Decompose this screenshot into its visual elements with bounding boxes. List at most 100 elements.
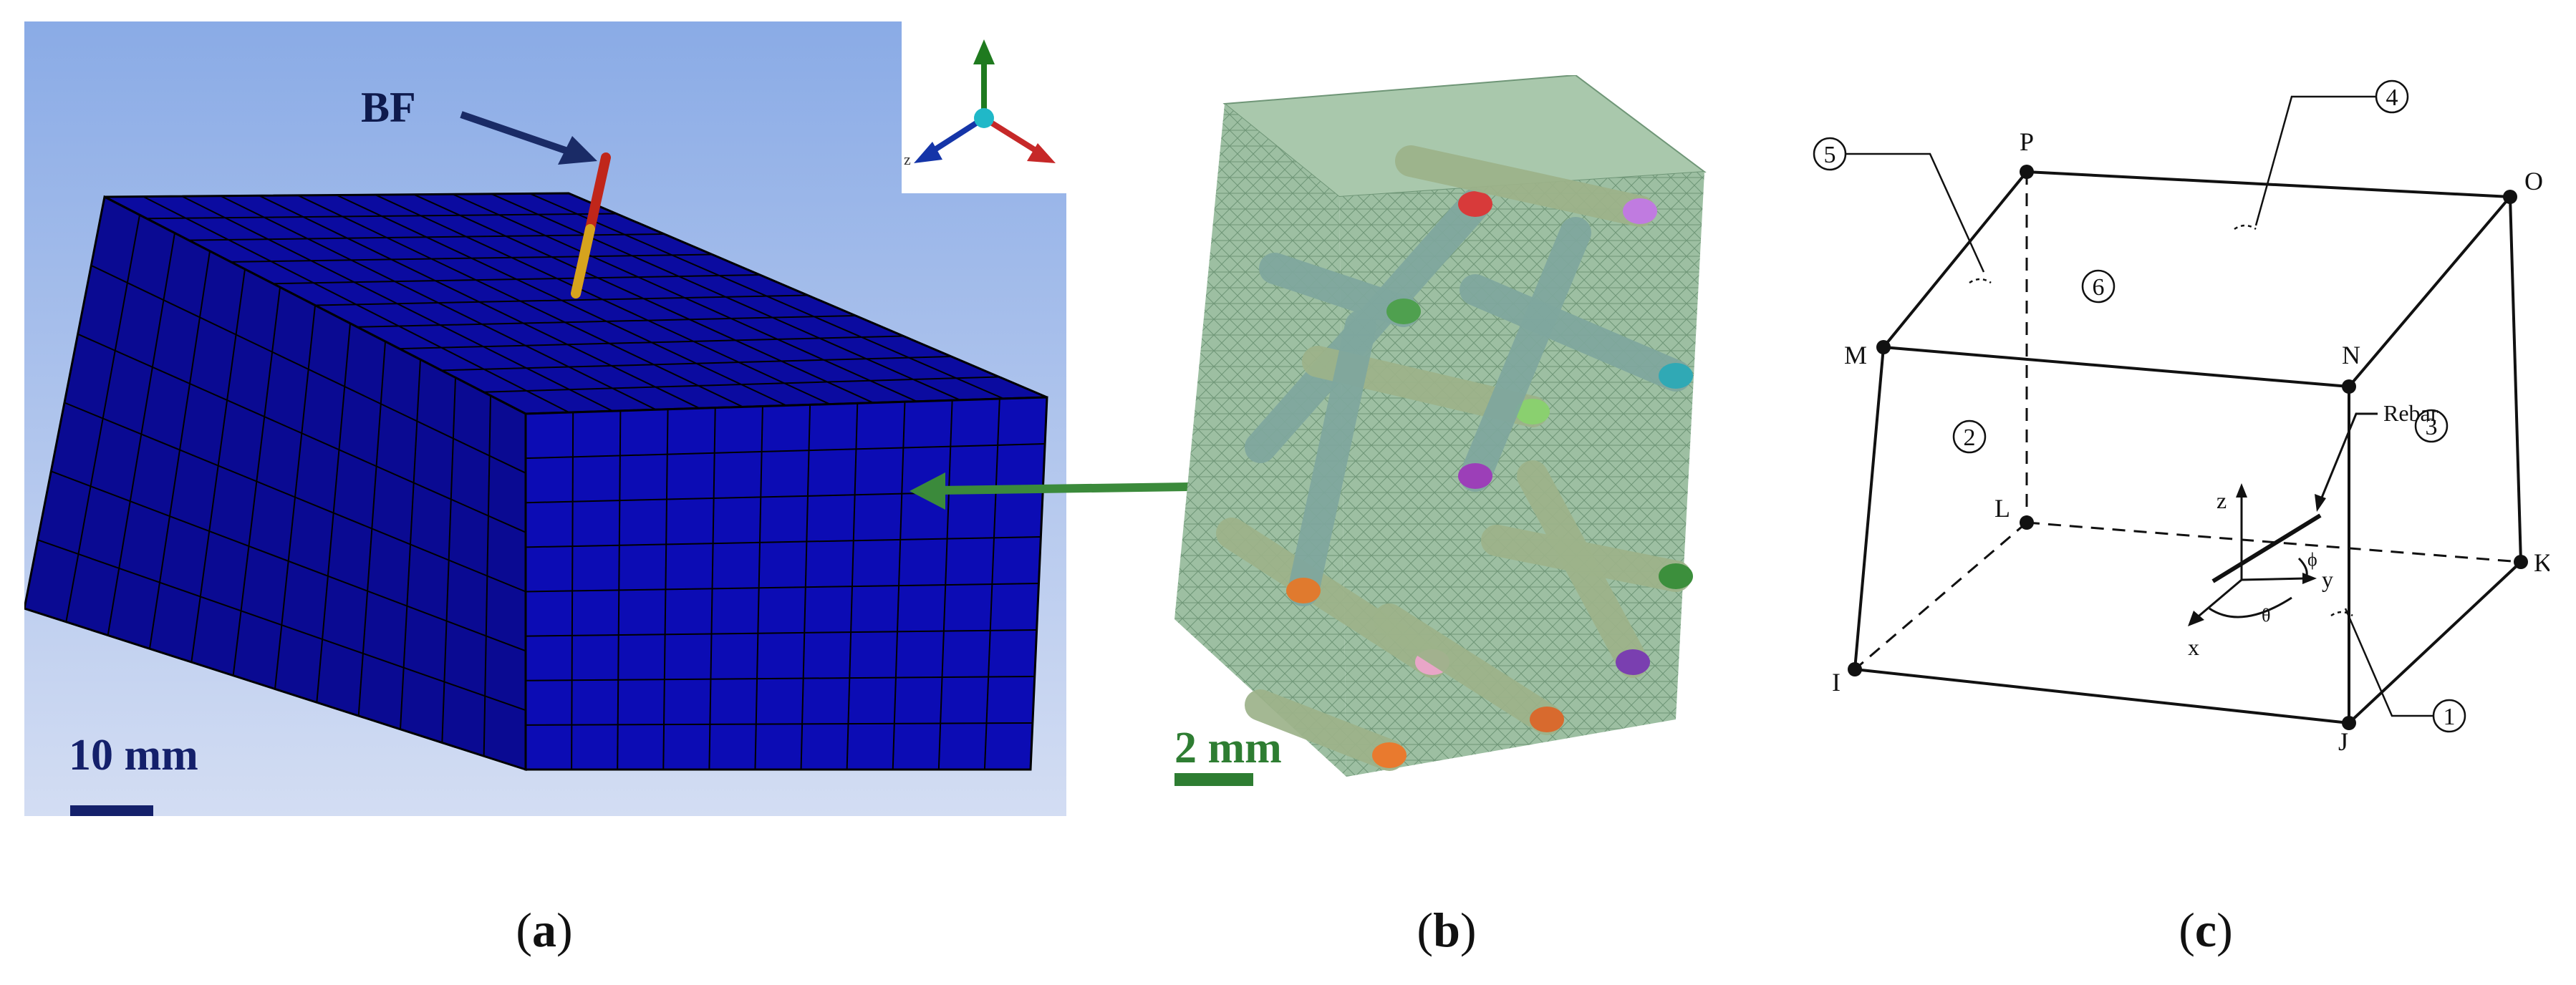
local-x-label: x [2188, 634, 2199, 660]
cube-top-grid [143, 193, 1004, 413]
node-label-M: M [1844, 341, 1867, 369]
grid-line [90, 264, 526, 474]
fiber-end-3 [1623, 198, 1657, 224]
node-label-K: K [2534, 548, 2550, 577]
grid-line [357, 315, 856, 328]
face-label-3: 3 [2414, 409, 2449, 443]
grid-line [314, 294, 809, 306]
triad-z-arrowhead [914, 142, 942, 163]
edge-M-P [1882, 170, 2028, 349]
edge-I-J [1854, 668, 2350, 724]
link-arrow [910, 472, 1190, 510]
face-2-number: 2 [1964, 424, 1976, 451]
fiber-end-6 [1659, 363, 1693, 389]
node-label-P: P [2020, 127, 2034, 156]
grid-line [64, 402, 526, 593]
triad-z-label: z [904, 150, 911, 168]
edge-O-N [2348, 195, 2512, 388]
face-4-mark [2234, 224, 2257, 231]
face-5-number: 5 [1824, 142, 1836, 168]
node-label-N: N [2342, 341, 2360, 369]
rebar-line [2211, 513, 2322, 583]
fiber-11 [1460, 217, 1591, 492]
triad-z-axis [926, 115, 986, 157]
rebar-label: Rebar [2383, 400, 2438, 426]
local-x-axis [2194, 578, 2242, 621]
fiber-12 [1245, 689, 1405, 771]
local-z-arrowhead [2236, 483, 2247, 498]
node-P [2020, 165, 2034, 179]
fiber-pointer-arrow-shaft [460, 111, 577, 157]
caption-a-letter: a [532, 903, 556, 957]
grid-line [146, 213, 617, 220]
theta-label: θ [2262, 605, 2270, 626]
face-3-number: 3 [2426, 414, 2438, 440]
grid-line [483, 376, 1000, 393]
cube-right-grid [525, 399, 1046, 770]
caption-a: (a) [516, 903, 573, 957]
node-I [1848, 662, 1862, 676]
fiber-5 [1288, 310, 1376, 606]
hidden-edge-L-I [1854, 521, 2027, 671]
grid-line [273, 274, 761, 285]
grid-line [525, 629, 1037, 637]
face-label-1: 1 [2432, 699, 2466, 733]
fiber-end-9 [1386, 299, 1421, 324]
grid-line [399, 335, 904, 350]
local-z-label: z [2216, 487, 2227, 513]
face-label-2: 2 [1952, 419, 1987, 454]
grid-line [37, 539, 526, 712]
edge-N-M [1883, 346, 2350, 388]
cube-right-face [524, 396, 1048, 771]
fiber-10 [1481, 525, 1692, 592]
phi-label: ϕ [2307, 549, 2317, 570]
triad-x-arrowhead [1027, 143, 1056, 163]
node-label-L: L [1994, 494, 2010, 523]
scale-bar-a [70, 805, 153, 818]
grid-line [525, 722, 1033, 726]
theta-arc [2209, 596, 2292, 618]
triad-y-arrowhead [973, 39, 995, 64]
leader-face-1 [2344, 608, 2433, 717]
caption-b-letter: b [1433, 903, 1460, 957]
face-5-mark [1969, 278, 1992, 284]
caption-c-letter: c [2194, 903, 2217, 957]
fiber-end-1 [1458, 191, 1492, 217]
face-label-4: 4 [2375, 79, 2409, 114]
steel-fiber-lower [571, 224, 595, 299]
fiber-group [1216, 145, 1693, 771]
rebar-leader-arrowhead [2315, 494, 2326, 512]
panel-a-canvas: BF z 10 mm [23, 21, 1066, 818]
node-M [1876, 340, 1891, 354]
fiber-9 [1259, 253, 1419, 327]
face-6-number: 6 [2093, 274, 2105, 301]
fiber-8 [1374, 603, 1563, 735]
grid-line [525, 583, 1039, 593]
local-y-axis [2241, 577, 2307, 581]
grid-line [525, 536, 1041, 548]
node-label-J: J [2338, 727, 2348, 756]
grid-line [525, 676, 1035, 681]
fiber-end-10 [1659, 563, 1693, 589]
face-4-number: 4 [2386, 84, 2398, 111]
fiber-end-12 [1372, 742, 1407, 768]
edge-M-I [1853, 346, 1885, 670]
scale-bar-label-a: 10 mm [69, 731, 198, 780]
leader-face-5 [1846, 152, 1985, 273]
fiber-end-7 [1616, 649, 1650, 675]
node-label-O: O [2524, 167, 2543, 195]
panel-b-canvas: 2 mm [1174, 74, 1707, 786]
fiber-6 [1460, 274, 1692, 392]
link-arrow-shaft [937, 482, 1190, 495]
face-label-5: 5 [1813, 137, 1847, 171]
panel-c-canvas: P O M N L K I J 1 2 3 4 [1813, 79, 2552, 756]
node-L [2020, 515, 2034, 530]
fiber-3 [1395, 145, 1656, 227]
triad-origin [974, 108, 994, 128]
edge-P-O [2026, 170, 2511, 198]
panel-b-mesoscale-mesh: 2 mm [1174, 74, 1719, 805]
grid-line [525, 443, 1046, 460]
fiber-end-11 [1458, 463, 1492, 489]
cube-left-grid [37, 215, 526, 757]
local-y-label: y [2322, 566, 2333, 592]
